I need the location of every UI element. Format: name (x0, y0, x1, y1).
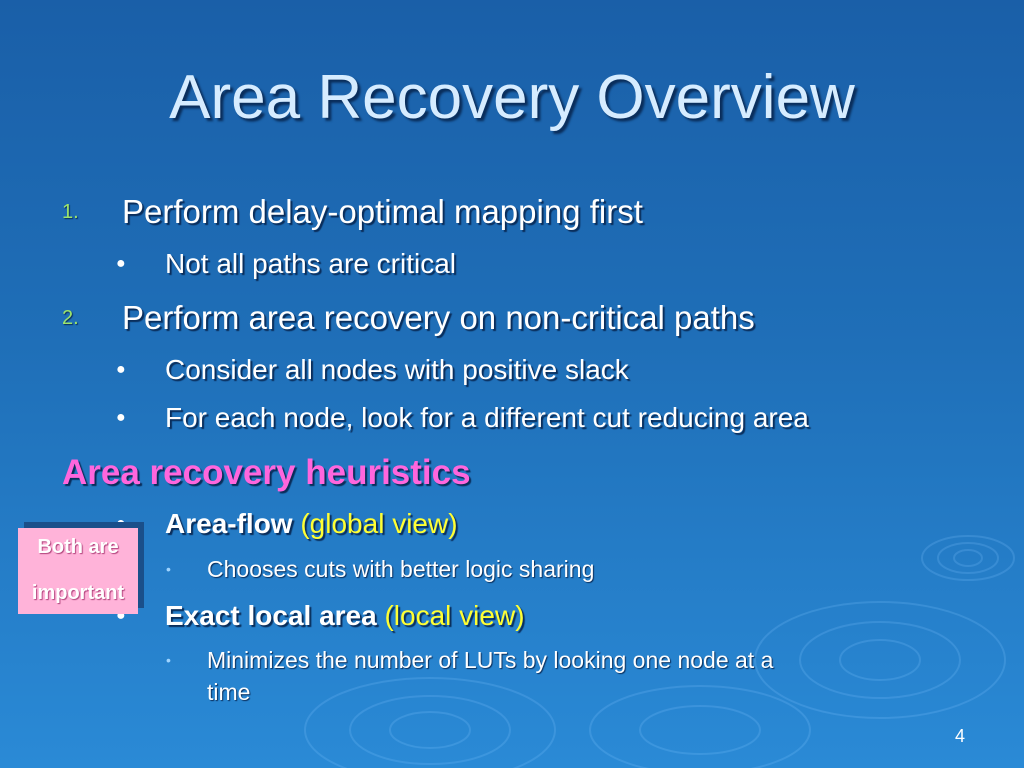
bullet-icon: ● (116, 361, 126, 378)
heuristic-detail: Minimizes the number of LUTs by looking … (207, 647, 774, 673)
sub-item: Consider all nodes with positive slack (165, 354, 629, 385)
heuristic-exact-local-area: Exact local area (local view) (165, 599, 525, 633)
heuristic-view: (global view) (300, 508, 458, 539)
list-number-1: 1. (62, 201, 79, 223)
bullet-icon: ● (116, 515, 126, 532)
list-number-2: 2. (62, 307, 79, 329)
heuristic-name: Exact local area (165, 600, 377, 631)
callout-note: Both are important (18, 528, 138, 614)
slide-title: Area Recovery Overview (169, 63, 855, 132)
section-heading: Area recovery heuristics (62, 453, 471, 492)
heuristic-detail-continued: time (207, 679, 251, 705)
bullet-icon: ● (116, 409, 126, 426)
heuristic-name: Area-flow (165, 508, 293, 539)
sub-item: Not all paths are critical (165, 248, 457, 279)
sub-item: For each node, look for a different cut … (165, 402, 809, 433)
list-item-2: Perform area recovery on non-critical pa… (122, 299, 755, 336)
bullet-icon: ● (116, 255, 126, 272)
bullet-icon: ● (116, 607, 126, 624)
heuristic-area-flow: Area-flow (global view) (165, 507, 458, 541)
bullet-icon: • (166, 561, 171, 577)
note-line: important (31, 582, 125, 604)
bullet-icon: • (166, 652, 171, 668)
page-number: 4 (954, 726, 965, 746)
note-line: Both are (37, 536, 119, 558)
list-item-1: Perform delay-optimal mapping first (122, 193, 643, 230)
heuristic-view: (local view) (384, 600, 525, 631)
heuristic-detail: Chooses cuts with better logic sharing (207, 556, 595, 582)
